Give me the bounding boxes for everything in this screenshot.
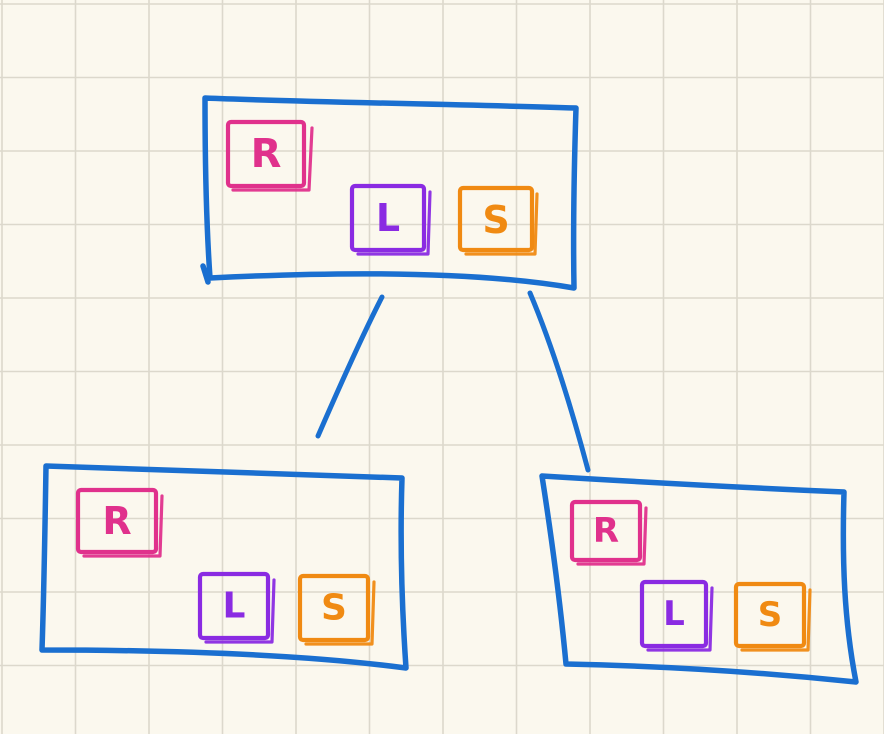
node-border: [200, 95, 579, 291]
letter-box-r: R: [75, 487, 164, 558]
edge-root-to-left-child: [315, 294, 385, 439]
tree-node-root: R L S: [200, 95, 579, 291]
letter-box-s: S: [457, 185, 539, 256]
letter-box-s: S: [733, 581, 812, 652]
letter-s: S: [482, 198, 509, 242]
letter-r: R: [102, 499, 131, 543]
letter-l: L: [663, 594, 685, 634]
tree-node-right-child: R L S: [539, 473, 859, 685]
letter-box-l: L: [197, 571, 276, 644]
letter-r: R: [251, 131, 282, 177]
letter-r: R: [593, 511, 619, 551]
node-border: [539, 473, 859, 685]
letter-l: L: [223, 586, 246, 627]
edge-root-to-right-child: [527, 290, 591, 473]
tree-node-left-child: R L S: [39, 463, 409, 671]
letter-box-l: L: [639, 579, 714, 652]
letter-box-r: R: [569, 499, 648, 566]
letter-s: S: [758, 595, 783, 635]
letter-l: L: [376, 196, 400, 240]
node-border: [39, 463, 409, 671]
letter-box-r: R: [225, 119, 314, 192]
letter-s: S: [321, 588, 347, 629]
letter-box-l: L: [349, 183, 432, 256]
letter-box-s: S: [297, 573, 376, 646]
